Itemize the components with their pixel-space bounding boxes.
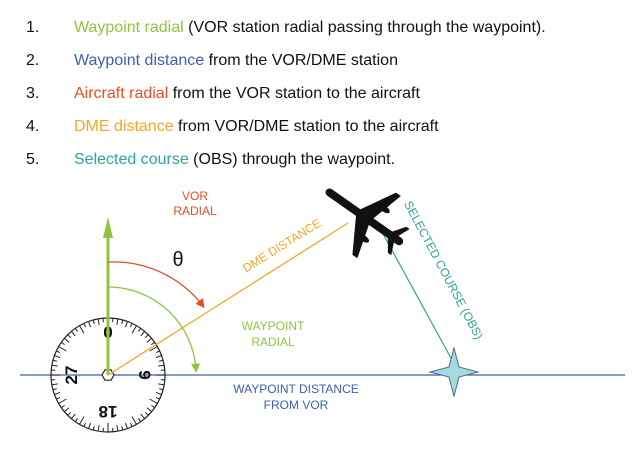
compass-tick xyxy=(155,355,162,359)
legend-term: Waypoint distance xyxy=(74,52,205,69)
waypoint-distance-label-line2: FROM VOR xyxy=(264,398,329,412)
compass-tick xyxy=(146,407,152,413)
compass-tick xyxy=(61,341,65,346)
compass-tick xyxy=(116,318,119,325)
compass-tick xyxy=(155,391,162,395)
legend-description: from VOR/DME station to the aircraft xyxy=(173,118,439,135)
compass-tick xyxy=(67,334,71,338)
compass-tick xyxy=(140,331,146,337)
compass-ticks xyxy=(51,318,165,432)
compass-tick xyxy=(56,396,61,400)
compass-tick xyxy=(92,426,95,431)
compass-tick xyxy=(54,355,61,359)
waypoint-icon xyxy=(428,346,480,398)
compass-tick xyxy=(145,334,149,338)
compass-tick xyxy=(158,364,165,367)
vor-radial-arc xyxy=(107,261,205,309)
compass-label-east: 9 xyxy=(135,370,154,379)
compass-tick xyxy=(131,416,137,425)
legend-number: 5. xyxy=(26,151,40,168)
compass-tick xyxy=(97,425,100,432)
compass-tick xyxy=(54,391,61,395)
compass-tick xyxy=(158,383,165,386)
legend-number: 2. xyxy=(26,52,40,69)
vor-radial-label-line1: VOR xyxy=(182,189,208,203)
theta-symbol: θ xyxy=(172,249,183,271)
compass-tick xyxy=(97,318,100,325)
compass-tick xyxy=(146,337,152,343)
aircraft-icon xyxy=(325,188,410,259)
compass-tick xyxy=(61,404,65,409)
compass-tick xyxy=(137,328,142,332)
compass-tick xyxy=(137,418,142,422)
legend-term: Selected course xyxy=(74,151,189,168)
compass-tick xyxy=(70,413,76,419)
legend-term: Waypoint radial xyxy=(74,19,184,36)
compass-tick xyxy=(129,422,133,427)
waypoint-radial-arc xyxy=(107,286,201,373)
compass-tick xyxy=(67,412,71,416)
compass-tick xyxy=(58,346,67,352)
compass-tick xyxy=(88,422,92,429)
compass-rose: 0 9 18 27 xyxy=(50,317,166,433)
legend-term: Aircraft radial xyxy=(74,85,169,102)
waypoint-radial-label-line2: RADIAL xyxy=(251,335,295,349)
legend-description: from the VOR station to the aircraft xyxy=(168,85,420,102)
compass-tick xyxy=(51,383,58,386)
compass-tick xyxy=(116,425,119,432)
legend-description: (OBS) through the waypoint. xyxy=(188,151,396,168)
compass-tick xyxy=(88,321,92,328)
compass-tick xyxy=(121,426,124,431)
legend-number: 3. xyxy=(26,85,40,102)
vor-radial-label-line2: RADIAL xyxy=(173,204,217,218)
legend-description: (VOR station radial passing through the … xyxy=(183,19,546,36)
compass-tick xyxy=(83,422,87,427)
compass-tick xyxy=(121,319,124,324)
compass-tick xyxy=(131,325,137,334)
compass-tick xyxy=(58,398,67,404)
selected-course-line xyxy=(381,231,453,361)
north-arrow-icon xyxy=(103,217,113,238)
legend-number: 1. xyxy=(26,19,40,36)
dme-distance-line xyxy=(107,222,349,376)
compass-tick xyxy=(74,418,79,422)
legend-description: from the VOR/DME station xyxy=(204,52,398,69)
selected-course-label: SELECTED COURSE (OBS) xyxy=(401,199,486,342)
compass-tick xyxy=(149,346,158,352)
compass-tick xyxy=(74,328,79,332)
compass-tick xyxy=(52,388,57,391)
compass-tick xyxy=(151,341,155,346)
compass-tick xyxy=(151,404,155,409)
compass-tick xyxy=(79,325,85,334)
compass-tick xyxy=(155,350,160,354)
compass-tick xyxy=(64,407,70,413)
compass-tick xyxy=(92,319,95,324)
compass-tick xyxy=(79,416,85,425)
compass-tick xyxy=(124,321,128,328)
compass-label-west: 27 xyxy=(62,366,81,385)
compass-tick xyxy=(149,398,158,404)
compass-tick xyxy=(129,323,133,328)
legend-number: 4. xyxy=(26,118,40,135)
compass-tick xyxy=(124,422,128,429)
compass-tick xyxy=(51,364,58,367)
compass-tick xyxy=(159,359,164,362)
compass-tick xyxy=(52,359,57,362)
compass-tick xyxy=(145,412,149,416)
legend-term: DME distance xyxy=(74,118,174,135)
compass-tick xyxy=(83,323,87,328)
compass-tick xyxy=(140,413,146,419)
compass-label-south: 18 xyxy=(99,402,118,421)
waypoint-radial-label-line1: WAYPOINT xyxy=(242,319,305,333)
waypoint-distance-label-line1: WAYPOINT DISTANCE xyxy=(233,382,359,396)
compass-tick xyxy=(70,331,76,337)
compass-tick xyxy=(64,337,70,343)
compass-tick xyxy=(155,396,160,400)
compass-tick xyxy=(56,350,61,354)
compass-tick xyxy=(159,388,164,391)
